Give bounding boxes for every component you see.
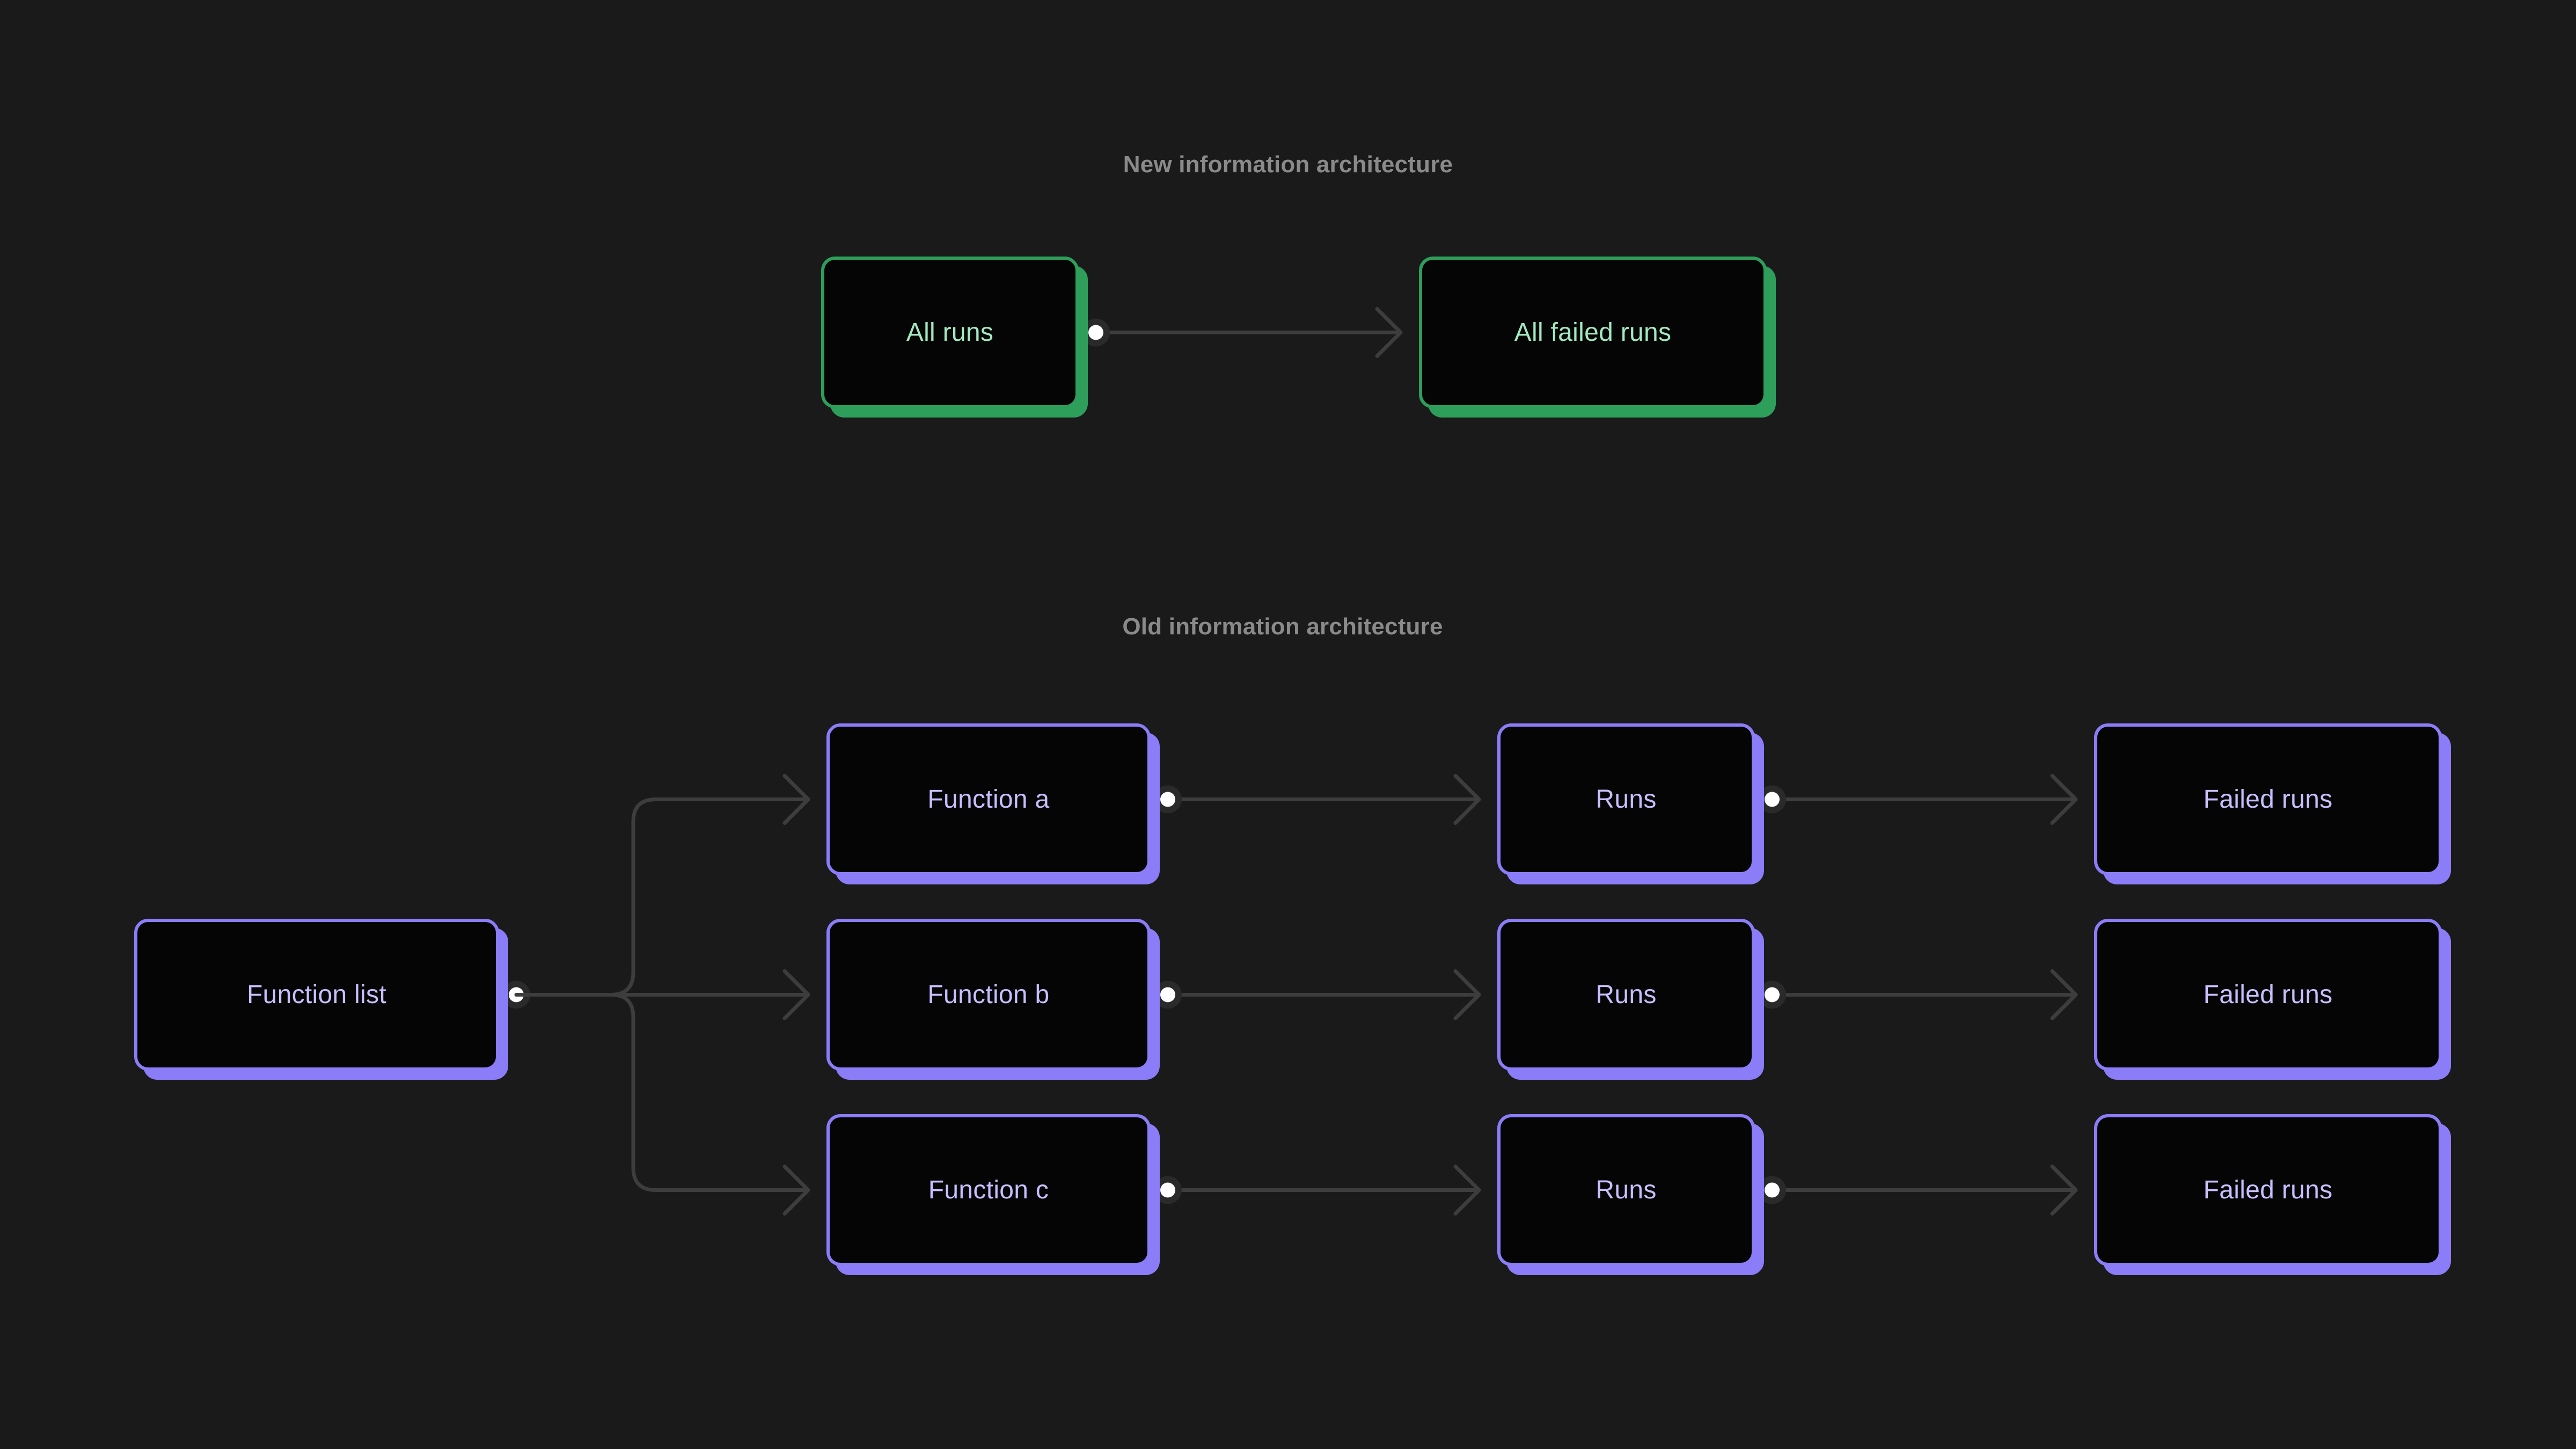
section-title-old-architecture: Old information architecture [1122, 613, 1443, 640]
node-label: Function list [246, 980, 386, 1009]
node-function-c[interactable]: Function c [826, 1114, 1151, 1266]
node-runs-a[interactable]: Runs [1497, 723, 1755, 875]
node-label: Failed runs [2203, 1176, 2333, 1204]
connector-function-list-to-function-c [514, 993, 807, 1192]
node-failed-c[interactable]: Failed runs [2094, 1114, 2442, 1266]
connector-function-list-to-function-b-arrowhead [782, 969, 810, 1020]
connector-dot-function-c-5 [1154, 1176, 1182, 1204]
node-label: Failed runs [2203, 980, 2333, 1009]
node-function-list[interactable]: Function list [134, 919, 499, 1071]
node-label: Runs [1596, 980, 1657, 1009]
connector-function-c-to-runs-c-arrowhead [1453, 1165, 1481, 1216]
connector-dot-runs-a-6 [1758, 785, 1786, 814]
node-label: Failed runs [2203, 785, 2333, 814]
node-runs-b[interactable]: Runs [1497, 919, 1755, 1071]
node-all-runs[interactable]: All runs [821, 257, 1079, 408]
node-function-a[interactable]: Function a [826, 723, 1151, 875]
connector-function-list-to-function-c-arrowhead [782, 1165, 810, 1216]
node-label: Runs [1596, 785, 1657, 814]
node-failed-a[interactable]: Failed runs [2094, 723, 2442, 875]
connector-runs-a-to-failed-a-arrowhead [2050, 774, 2078, 825]
connector-dot-function-a-3 [1154, 785, 1182, 814]
connector-function-list-to-function-a-arrowhead [782, 774, 810, 825]
connector-dot-all-runs-0 [1082, 318, 1110, 347]
node-label: Function c [928, 1176, 1049, 1204]
node-function-b[interactable]: Function b [826, 919, 1151, 1071]
node-label: All runs [906, 318, 994, 347]
connector-function-a-to-runs-a-arrowhead [1453, 774, 1481, 825]
node-all-failed-runs[interactable]: All failed runs [1419, 257, 1767, 408]
node-runs-c[interactable]: Runs [1497, 1114, 1755, 1266]
connector-runs-b-to-failed-b-arrowhead [2050, 969, 2078, 1020]
node-failed-b[interactable]: Failed runs [2094, 919, 2442, 1071]
connector-function-b-to-runs-b-arrowhead [1453, 969, 1481, 1020]
connector-dot-runs-b-7 [1758, 980, 1786, 1009]
connector-runs-c-to-failed-c-arrowhead [2050, 1165, 2078, 1216]
node-label: Function a [927, 785, 1050, 814]
node-label: All failed runs [1514, 318, 1672, 347]
connector-all-runs-to-all-failed-runs-arrowhead [1375, 307, 1403, 358]
section-title-new-architecture: New information architecture [1123, 151, 1453, 178]
connector-dot-function-b-4 [1154, 980, 1182, 1009]
connector-function-list-to-function-a [514, 797, 807, 997]
node-label: Runs [1596, 1176, 1657, 1204]
node-label: Function b [927, 980, 1050, 1009]
connector-dot-runs-c-8 [1758, 1176, 1786, 1204]
